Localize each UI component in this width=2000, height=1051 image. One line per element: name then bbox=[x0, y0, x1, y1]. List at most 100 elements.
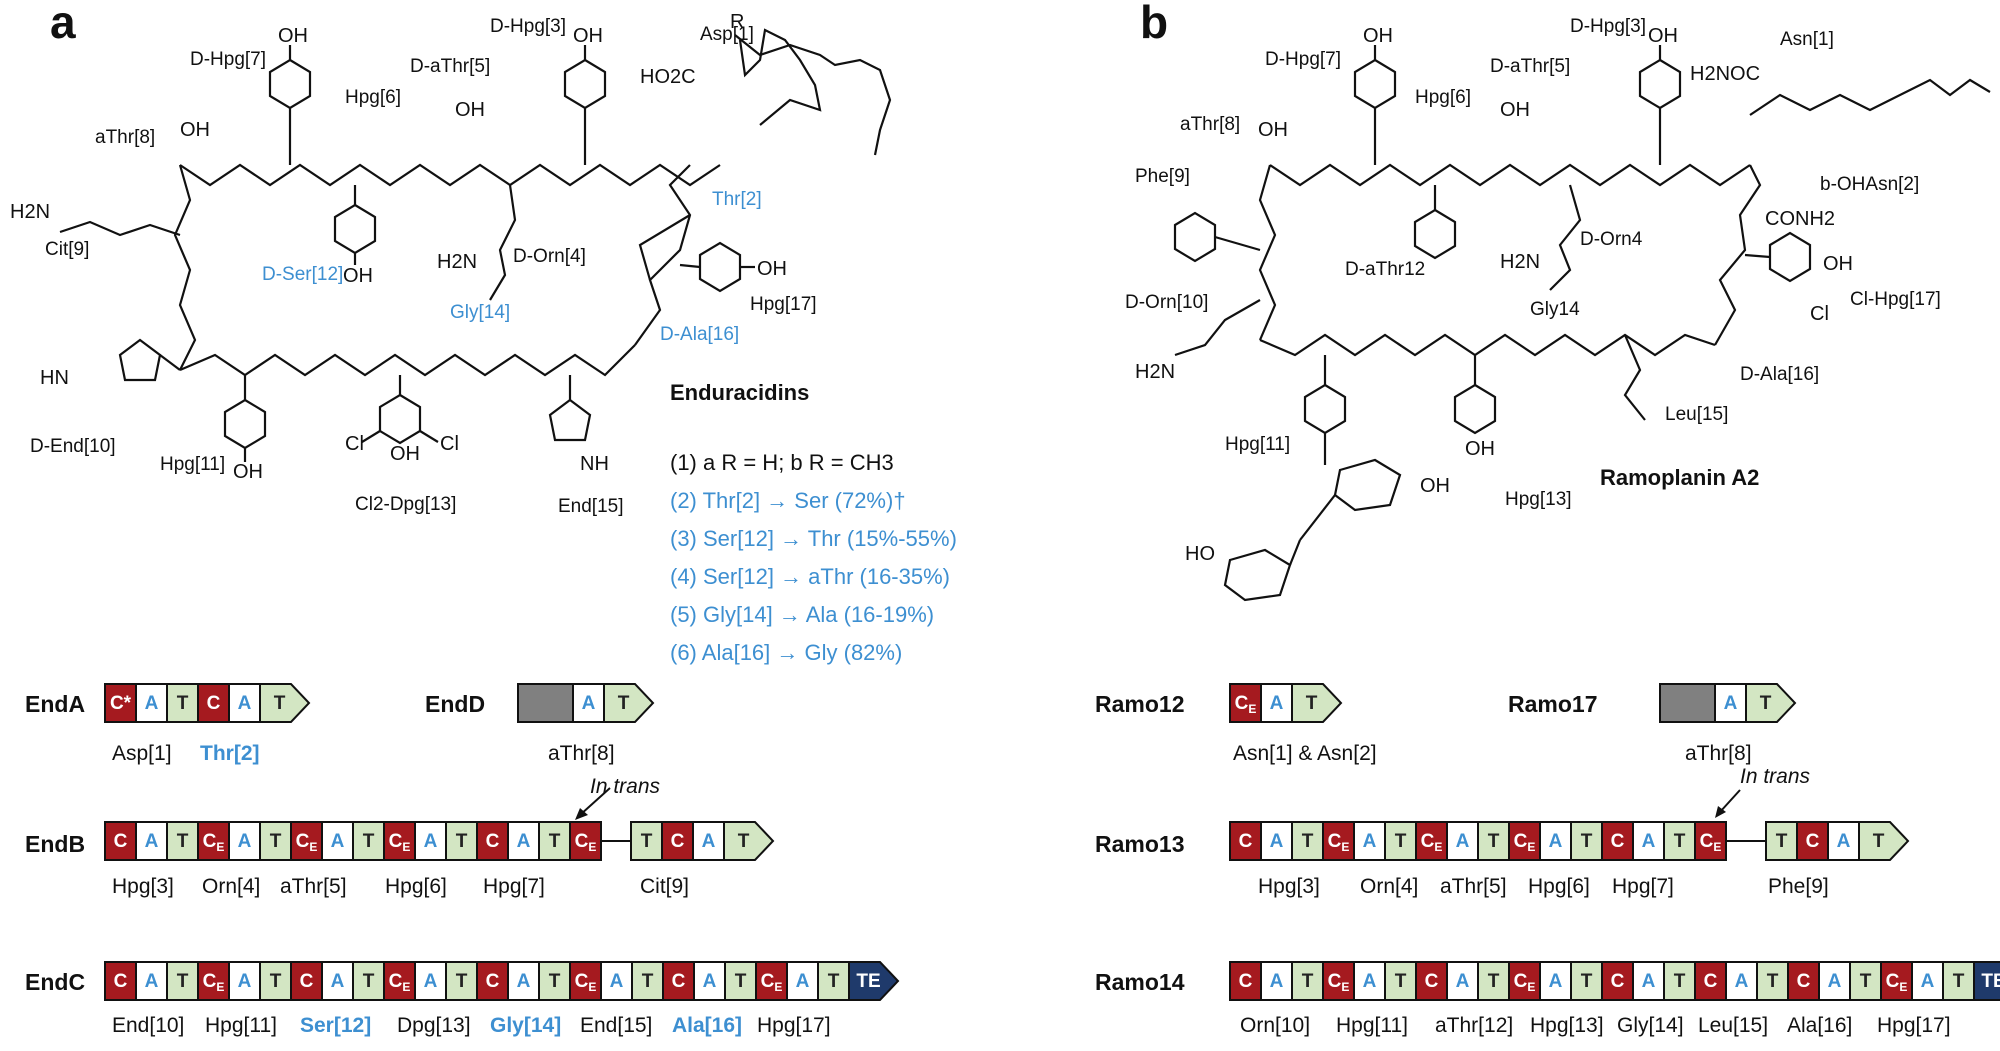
ramoplanin-structure bbox=[1173, 45, 1991, 602]
sub-ramo17-0: aThr[8] bbox=[1685, 742, 1752, 765]
gene-label-ramo12: Ramo12 bbox=[1095, 691, 1184, 717]
domain-c bbox=[1322, 821, 1355, 861]
atom-oh-r-athr5: OH bbox=[1500, 99, 1530, 121]
domain-c bbox=[569, 961, 602, 1001]
res-end-gly14: Gly[14] bbox=[450, 302, 510, 323]
domain-a bbox=[414, 821, 447, 861]
domain-t-arrow bbox=[259, 683, 311, 723]
res-ram-hpg7: D-Hpg[7] bbox=[1265, 49, 1341, 70]
domain-label: C bbox=[671, 831, 685, 852]
domain-c bbox=[1415, 961, 1448, 1001]
domain-a bbox=[1714, 683, 1747, 723]
in-trans-arrowhead-ramo bbox=[1715, 806, 1726, 818]
domain-label: T bbox=[738, 831, 750, 852]
atom-ho-r-sugar: HO bbox=[1185, 543, 1215, 565]
domain-c bbox=[1229, 683, 1262, 723]
domain-label: T bbox=[735, 971, 747, 992]
domain-label: T bbox=[642, 971, 654, 992]
domain-t-arrow bbox=[603, 683, 655, 723]
domain-a bbox=[600, 961, 633, 1001]
sub-endc-4: Gly[14] bbox=[490, 1014, 561, 1037]
atom-h2noc: H2NOC bbox=[1690, 63, 1760, 85]
res-ram-athr8: aThr[8] bbox=[1180, 114, 1240, 135]
res-end-hpg6: Hpg[6] bbox=[345, 87, 401, 108]
domain-label: A bbox=[1921, 971, 1935, 992]
domain-label: T bbox=[1581, 831, 1593, 852]
enduracidin-structure bbox=[59, 28, 892, 462]
in-trans-end: In trans bbox=[590, 775, 661, 798]
sub-enda-1: Thr[2] bbox=[200, 742, 260, 765]
domain-label: T bbox=[177, 693, 189, 714]
domain-label: T bbox=[274, 693, 286, 714]
sub-endc-6: Ala[16] bbox=[672, 1014, 742, 1037]
domain-label: A bbox=[1363, 831, 1377, 852]
atom-r: R bbox=[730, 11, 744, 33]
domain-label: A bbox=[1735, 971, 1749, 992]
domain-label: TE bbox=[856, 971, 880, 992]
res-ram-hpg3: D-Hpg[3] bbox=[1570, 16, 1646, 37]
res-end-cit9: Cit[9] bbox=[45, 239, 89, 260]
domain-label: A bbox=[145, 831, 159, 852]
domain-label: T bbox=[1306, 693, 1318, 714]
atom-nh-end15: NH bbox=[580, 453, 609, 475]
domain-label: A bbox=[424, 971, 438, 992]
domain-a bbox=[228, 821, 261, 861]
atom-oh-hpg6: OH bbox=[343, 265, 373, 287]
sub-ramo13-1: Orn[4] bbox=[1360, 875, 1418, 898]
domain-t bbox=[166, 961, 199, 1001]
res-ram-athr5: D-aThr[5] bbox=[1490, 56, 1570, 77]
domain-label: A bbox=[1828, 971, 1842, 992]
domain-label: T bbox=[456, 831, 468, 852]
variant-1: (1) a R = H; b R = CH3 bbox=[670, 450, 894, 475]
domain-label: T bbox=[363, 971, 375, 992]
domain-label: T bbox=[1760, 693, 1772, 714]
atom-oh-athr5: OH bbox=[455, 99, 485, 121]
domain-a bbox=[228, 683, 261, 723]
variant-2: (2) Thr[2] → Ser (72%)† bbox=[670, 488, 906, 513]
domain-label: T bbox=[456, 971, 468, 992]
domain-label: T bbox=[549, 831, 561, 852]
atom-conh2: CONH2 bbox=[1765, 208, 1835, 230]
res-ram-leu15: Leu[15] bbox=[1665, 404, 1728, 425]
atom-oh-hpg11: OH bbox=[233, 461, 263, 483]
domain-label: T bbox=[1873, 831, 1885, 852]
atom-oh-r-hpg7: OH bbox=[1363, 25, 1393, 47]
domain-label: A bbox=[517, 831, 531, 852]
panel-letter-a: a bbox=[50, 0, 76, 48]
atom-h2n-r-orn4: H2N bbox=[1500, 251, 1540, 273]
res-ram-ohasn2: b-OHAsn[2] bbox=[1820, 174, 1919, 195]
in-trans-ramo: In trans bbox=[1740, 765, 1811, 788]
domain-c bbox=[1322, 961, 1355, 1001]
domain-label: C bbox=[486, 971, 500, 992]
sub-ramo13-0: Hpg[3] bbox=[1258, 875, 1320, 898]
in-trans-arrow-ramo bbox=[1719, 789, 1741, 813]
gene-label-ramo13: Ramo13 bbox=[1095, 831, 1184, 857]
domain-label: C bbox=[1425, 971, 1439, 992]
domain-label: A bbox=[1549, 971, 1563, 992]
gene-label-ramo17: Ramo17 bbox=[1508, 691, 1597, 717]
domain-t bbox=[538, 961, 571, 1001]
domain-t bbox=[1663, 961, 1696, 1001]
atom-oh-hpg3: OH bbox=[573, 25, 603, 47]
sub-ramo13-2: aThr[5] bbox=[1440, 875, 1507, 898]
res-ram-phe9: Phe[9] bbox=[1135, 166, 1190, 187]
domain-label: A bbox=[1837, 831, 1851, 852]
atom-oh-r-hpg13: OH bbox=[1465, 438, 1495, 460]
domain-t bbox=[352, 961, 385, 1001]
domain-t bbox=[166, 821, 199, 861]
res-ram-hpg11: Hpg[11] bbox=[1225, 434, 1290, 455]
domain-t bbox=[1570, 961, 1603, 1001]
domain-label: C bbox=[1239, 831, 1253, 852]
domain-label: A bbox=[424, 831, 438, 852]
domain-a bbox=[135, 821, 168, 861]
atom-oh-hpg17: OH bbox=[757, 258, 787, 280]
domain-label: A bbox=[1642, 971, 1656, 992]
domain-label: T bbox=[1674, 971, 1686, 992]
sub-ramo13-3: Hpg[6] bbox=[1528, 875, 1590, 898]
domain-c bbox=[1415, 821, 1448, 861]
domain-label: T bbox=[641, 831, 653, 852]
gene-label-enda: EndA bbox=[25, 691, 85, 717]
res-ram-ala16: D-Ala[16] bbox=[1740, 364, 1819, 385]
domain-a bbox=[1911, 961, 1944, 1001]
